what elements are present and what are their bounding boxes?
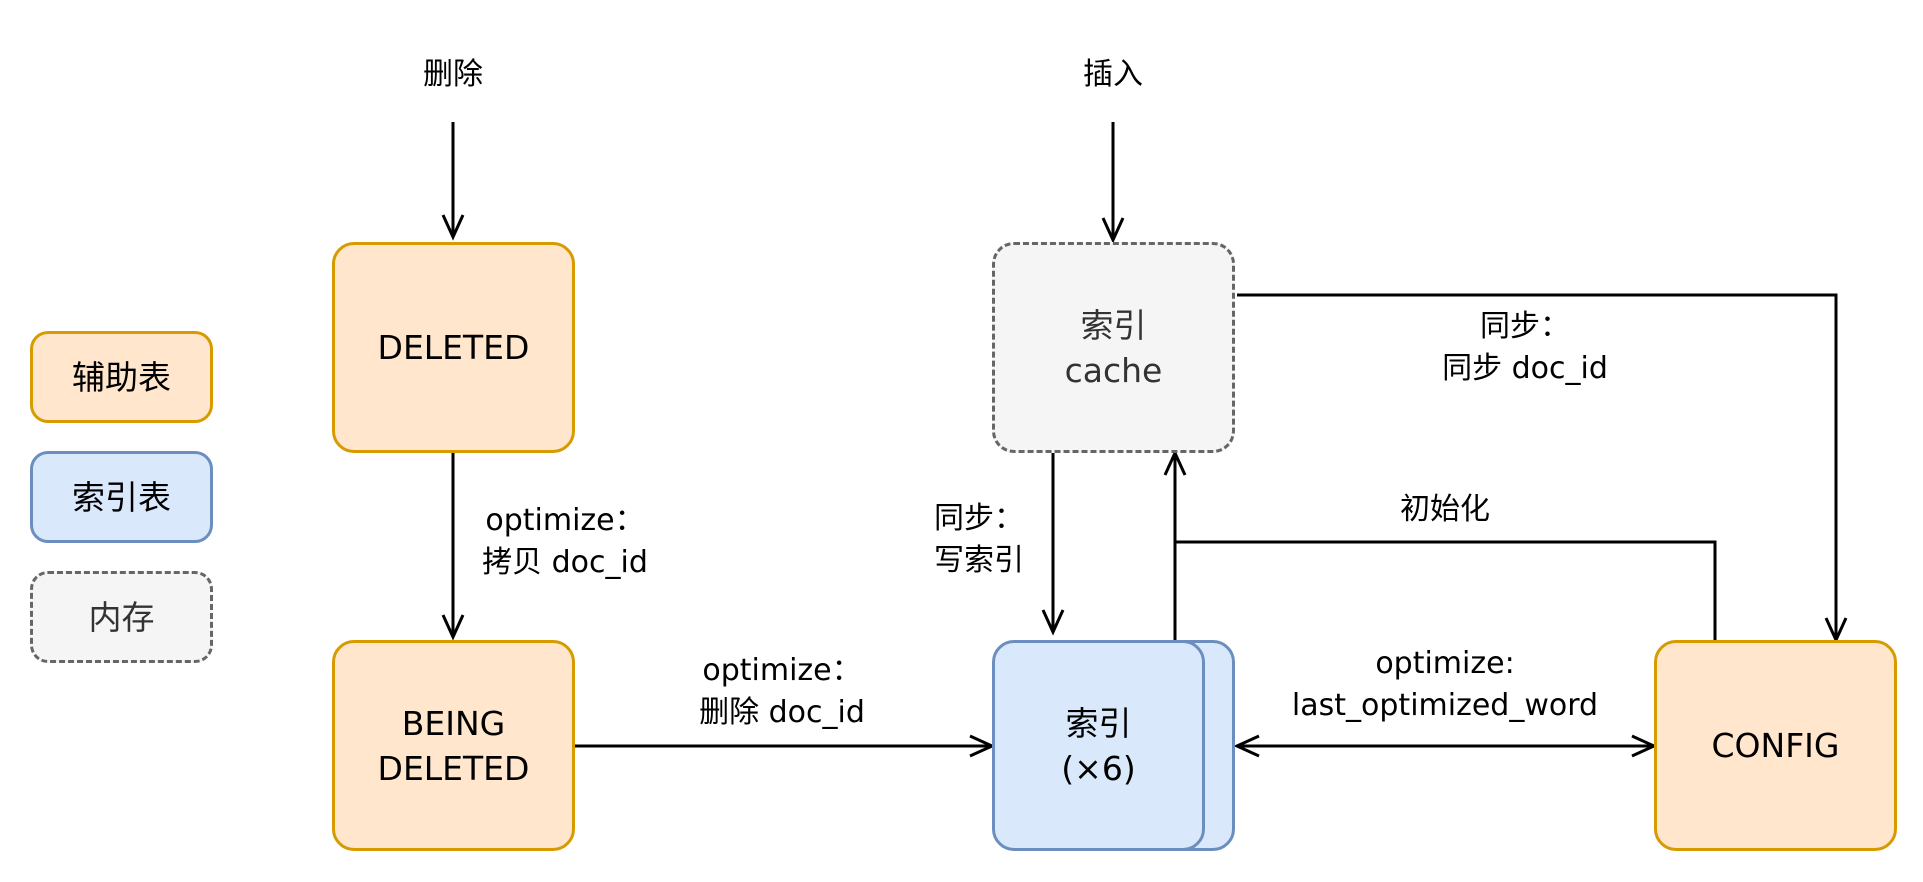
arrowhead — [1101, 217, 1125, 244]
edge-label-copy-line2: 拷贝 doc_id — [482, 545, 648, 580]
node-being-deleted: BEING DELETED — [332, 640, 575, 851]
node-config: CONFIG — [1654, 640, 1897, 851]
node-deleted: DELETED — [332, 242, 575, 453]
arrowhead — [441, 214, 465, 241]
edge-label-sync-doc-id-line1: 同步： — [1480, 309, 1570, 344]
edge-cache-to-config — [1237, 293, 1838, 640]
edge-label-copy: optimize： 拷贝 doc_id — [470, 500, 660, 584]
node-deleted-label: DELETED — [377, 328, 530, 367]
node-index: 索引 (×6) — [992, 640, 1205, 851]
node-index-line2: (×6) — [1061, 748, 1136, 788]
edge-label-delete-line2: 删除 doc_id — [699, 695, 865, 730]
edge-label-delete: optimize： 删除 doc_id — [682, 650, 882, 734]
legend-aux-table-label: 辅助表 — [72, 357, 171, 397]
edge-label-init: 初始化 — [1400, 492, 1490, 527]
edge-label-last-word-line2: last_optimized_word — [1291, 688, 1599, 723]
arrowhead — [441, 614, 465, 641]
edge-label-sync-doc-id: 同步： 同步 doc_id — [1425, 306, 1625, 390]
arrowhead — [1041, 609, 1065, 636]
edge-label-write-index-line1: 同步： — [934, 501, 1024, 536]
node-being-deleted-line1: BEING — [401, 703, 506, 743]
edge-label-last-word: optimize: last_optimized_word — [1290, 643, 1600, 727]
edge-label-write-index: 同步： 写索引 — [934, 498, 1044, 582]
arrowhead — [1163, 449, 1187, 476]
legend-memory-label: 内存 — [88, 597, 155, 637]
edge-label-sync-doc-id-line2: 同步 doc_id — [1442, 351, 1608, 386]
node-being-deleted-line2: DELETED — [377, 748, 530, 788]
node-index-line1: 索引 — [1065, 703, 1132, 743]
legend-aux-table: 辅助表 — [30, 331, 213, 423]
edge-config-init — [1175, 540, 1717, 640]
legend-index-table-label: 索引表 — [72, 477, 171, 517]
edge-label-delete-line1: optimize： — [702, 653, 862, 688]
node-index-cache: 索引 cache — [992, 242, 1235, 453]
node-index-cache-line2: cache — [1064, 350, 1163, 390]
edge-label-copy-line1: optimize： — [485, 503, 645, 538]
edge-label-write-index-line2: 写索引 — [934, 543, 1024, 578]
node-index-cache-line1: 索引 — [1080, 305, 1147, 345]
input-insert-label: 插入 — [1083, 57, 1143, 92]
arrowhead — [1233, 734, 1260, 758]
input-delete-label: 删除 — [423, 57, 483, 92]
legend-memory: 内存 — [30, 571, 213, 663]
legend-index-table: 索引表 — [30, 451, 213, 543]
node-config-label: CONFIG — [1711, 726, 1840, 765]
edge-label-last-word-line1: optimize: — [1375, 646, 1515, 681]
